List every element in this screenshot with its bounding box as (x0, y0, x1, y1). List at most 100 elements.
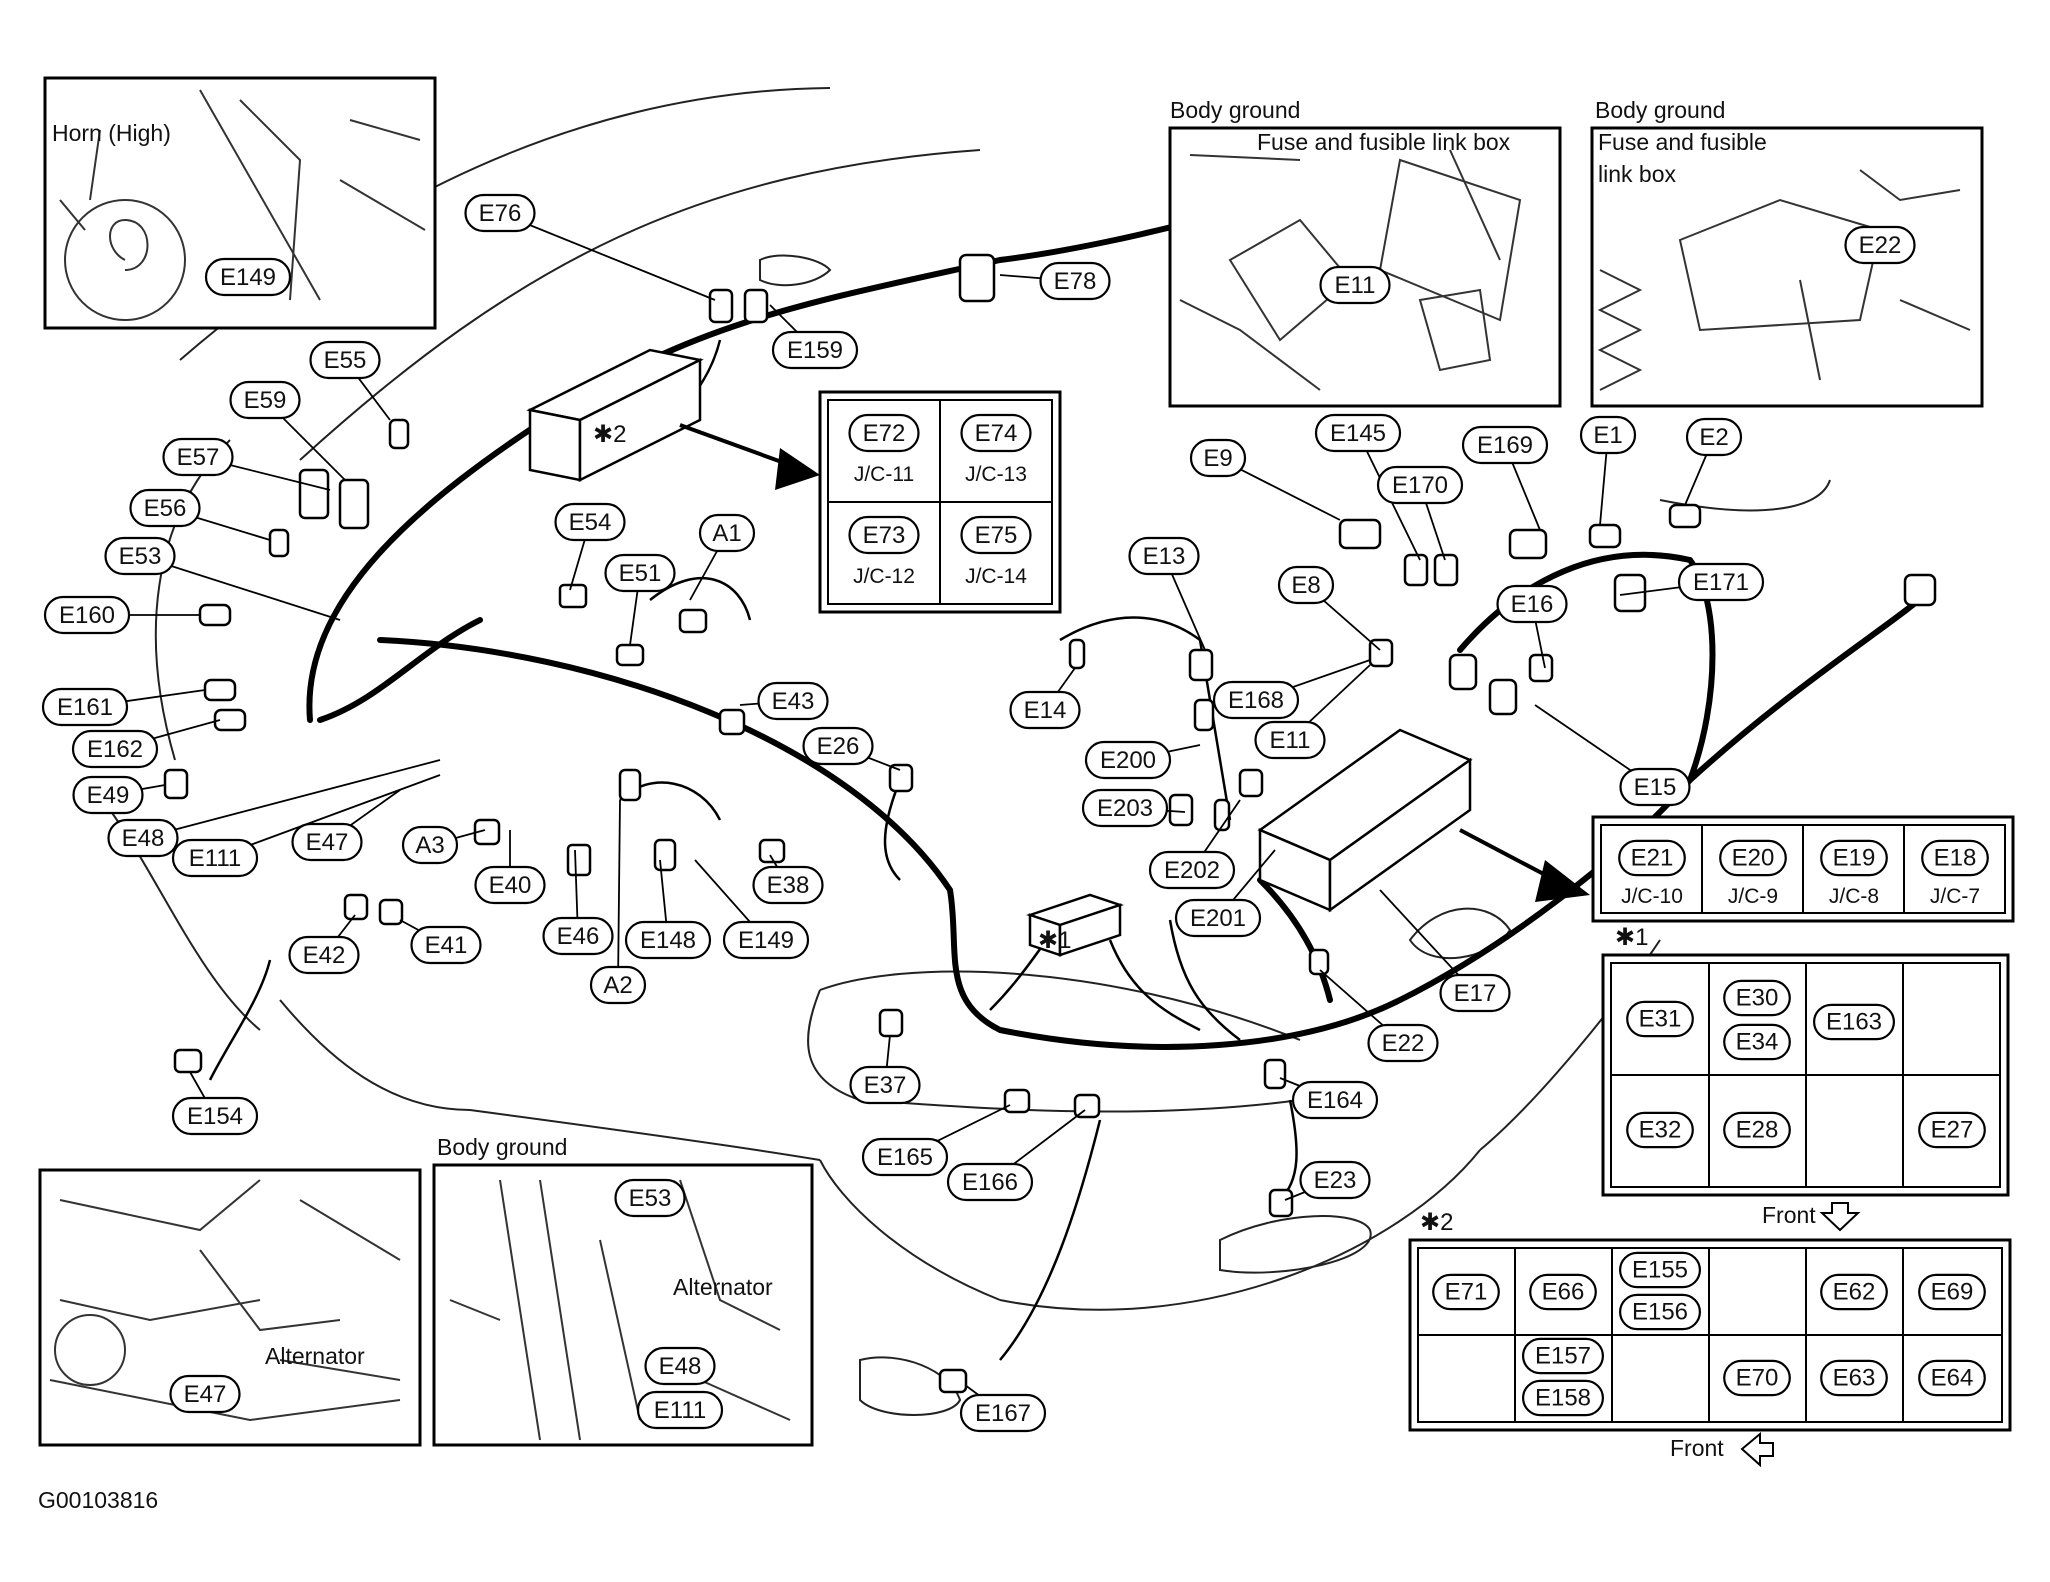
connector-label: E111 (636, 1390, 724, 1430)
connector-label-text: E156 (1632, 1299, 1688, 1326)
connector-label: E49 (72, 775, 144, 815)
connector-label-frame (71, 729, 159, 769)
connector-label-frame (771, 330, 859, 370)
connector-label-frame (1820, 1359, 1888, 1397)
connector-label: E26 (802, 726, 874, 766)
connector-label: E34 (1723, 1023, 1791, 1061)
connector-label-frame (229, 380, 301, 420)
connector-label-frame (1626, 1111, 1694, 1149)
connector-label-frame (1723, 1023, 1791, 1061)
connector-label-frame (1432, 1273, 1500, 1311)
connector-label-text: E170 (1392, 472, 1448, 499)
connector-label: E163 (1812, 1003, 1895, 1041)
connector-label-frame (1039, 261, 1111, 301)
connector-label-frame (1254, 720, 1326, 760)
connector-label-frame (946, 1162, 1034, 1202)
connector-label-text: E64 (1931, 1365, 1974, 1392)
connector-label-text: E165 (877, 1144, 933, 1171)
connector-label-frame (959, 1393, 1047, 1433)
connector-label: E1 (1579, 415, 1637, 455)
connector-label-text: E22 (1382, 1030, 1425, 1057)
connector-label-text: E166 (962, 1169, 1018, 1196)
connector-label-frame (1128, 536, 1200, 576)
connector-label-text: E161 (57, 694, 113, 721)
connector-label-text: E111 (189, 845, 242, 872)
connector-label: E46 (542, 916, 614, 956)
jc-label: J/C-10 (1621, 885, 1683, 908)
inset-body-ground-3: Body ground Alternator (432, 1134, 814, 1447)
jc-label: J/C-11 (854, 463, 914, 486)
connector-label-frame (401, 825, 459, 865)
connector-label: E15 (1619, 767, 1691, 807)
connector-label-frame (1084, 740, 1172, 780)
connector-label-frame (288, 935, 360, 975)
connector-label-text: E69 (1931, 1279, 1974, 1306)
connector-label-text: E164 (1307, 1087, 1363, 1114)
connector-label: E72 (848, 413, 920, 453)
connector-label: E162 (71, 729, 159, 769)
connector-label-text: E13 (1143, 543, 1186, 570)
connector-label: E76 (464, 193, 536, 233)
connector-label-frame (107, 818, 179, 858)
grid-star2-front-label: Front (1670, 1435, 1724, 1461)
connector-label: E9 (1189, 438, 1247, 478)
connector-label-frame (1918, 1273, 1986, 1311)
connector-label-text: E73 (863, 522, 906, 549)
connector-label-text: E2 (1699, 424, 1728, 451)
connector-label: E56 (129, 488, 201, 528)
connector-label-frame (171, 838, 259, 878)
jc-label: J/C-7 (1930, 885, 1980, 908)
connector-label-frame (722, 920, 810, 960)
connector-label-text: E158 (1535, 1385, 1591, 1412)
connector-label-frame (554, 502, 626, 542)
connector-label: E169 (1461, 425, 1549, 465)
connector-label: E164 (1291, 1080, 1379, 1120)
connector-label-frame (1212, 680, 1300, 720)
connector-label: E48 (107, 818, 179, 858)
connector-label-text: E46 (557, 923, 600, 950)
connector-label: E18 (1921, 839, 1989, 877)
connector-label-frame (861, 1137, 949, 1177)
connector-label: E70 (1723, 1359, 1791, 1397)
connector-label-text: E8 (1291, 572, 1320, 599)
connector-label: E201 (1174, 898, 1262, 938)
connector-label: E161 (41, 687, 129, 727)
inset-3-heading: Body ground (437, 1134, 567, 1160)
connector-label-text: E75 (975, 522, 1018, 549)
connector-label: E203 (1081, 788, 1169, 828)
grid-star1: ✱1 Front (1601, 924, 2010, 1232)
connector-label-text: A3 (415, 832, 444, 859)
connector-label-frame (1723, 979, 1791, 1017)
connector-label-frame (169, 1374, 241, 1414)
connector-label-frame (1439, 973, 1511, 1013)
connector-label-frame (1626, 1000, 1694, 1038)
connector-label-text: E34 (1736, 1029, 1779, 1056)
connector-label-frame (1277, 565, 1335, 605)
connector-label: E53 (104, 536, 176, 576)
connector-label-frame (1529, 1273, 1597, 1311)
connector-label-text: E160 (59, 602, 115, 629)
connector-label: E21 (1618, 839, 1686, 877)
connector-label: E11 (1319, 265, 1391, 305)
connector-label: E28 (1723, 1111, 1791, 1149)
connector-label: E37 (849, 1065, 921, 1105)
connector-label: E47 (291, 822, 363, 862)
body-ground-3-caption: Alternator (673, 1274, 773, 1300)
connector-label-frame (614, 1178, 686, 1218)
connector-label-frame (1921, 839, 1989, 877)
connector-label-frame (698, 513, 756, 553)
connector-label-frame (1723, 1111, 1791, 1149)
grid-star1-front-label: Front (1762, 1202, 1816, 1228)
connector-label-text: E48 (122, 825, 165, 852)
grid-star2-mark: ✱2 (1420, 1209, 1453, 1236)
jc-label: J/C-14 (965, 565, 1027, 588)
connector-label-text: E1 (1593, 422, 1622, 449)
connector-label-frame (204, 257, 292, 297)
connector-label: E30 (1723, 979, 1791, 1017)
connector-label: E202 (1148, 850, 1236, 890)
inset-2-heading: Body ground (1595, 97, 1725, 123)
connector-label-text: E168 (1228, 687, 1284, 714)
connector-label-frame (1719, 839, 1787, 877)
connector-label-frame (410, 925, 482, 965)
